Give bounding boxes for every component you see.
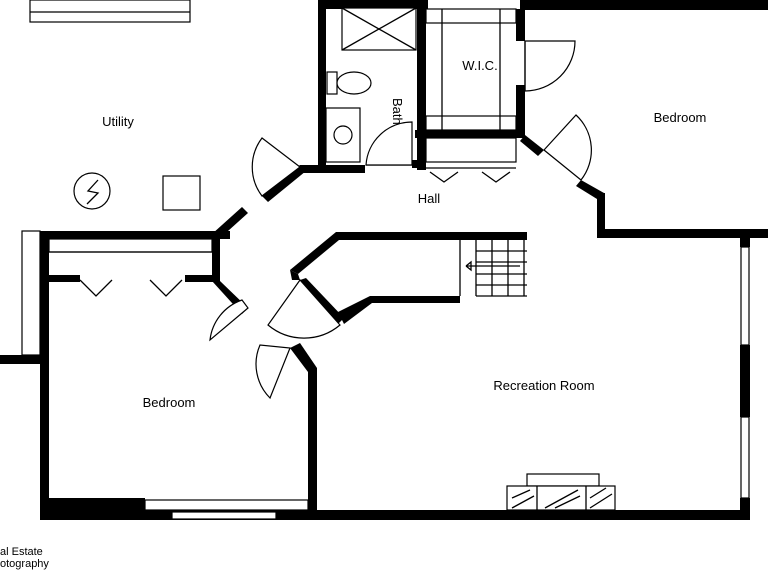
walls xyxy=(0,0,768,520)
room-label-recreation: Recreation Room xyxy=(493,378,594,393)
room-label-hall: Hall xyxy=(418,191,441,206)
watermark-logo-text: al Estate otography xyxy=(0,546,49,570)
watermark-line-1: al Estate xyxy=(0,546,43,558)
room-label-bedroom-sw: Bedroom xyxy=(143,395,196,410)
room-label-wic: W.I.C. xyxy=(462,58,497,73)
room-label-utility: Utility xyxy=(102,114,134,129)
room-label-bedroom-ne: Bedroom xyxy=(654,110,707,125)
room-label-bath: Bath xyxy=(390,98,405,125)
watermark-line-2: otography xyxy=(0,558,49,570)
fixtures xyxy=(21,0,750,520)
